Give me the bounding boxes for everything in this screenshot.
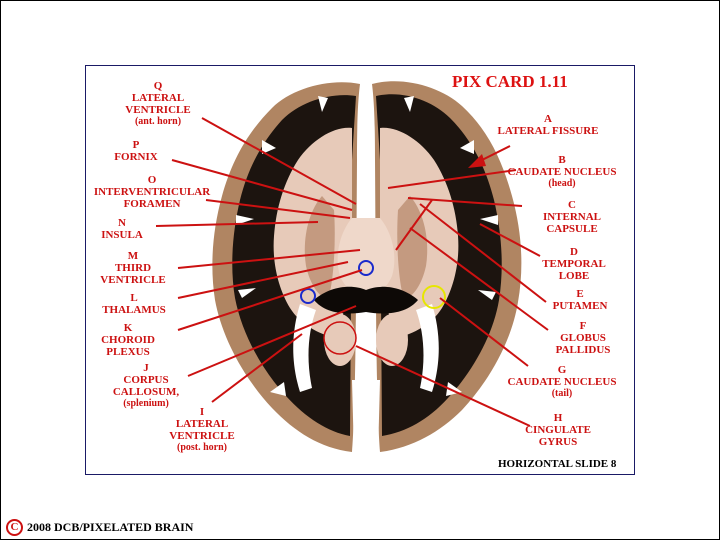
copyright-icon: C — [6, 519, 23, 536]
leader-o — [205, 199, 351, 219]
leader-k — [177, 269, 363, 331]
posterior-horn-right — [416, 304, 439, 392]
leader-q — [201, 117, 357, 205]
posterior-fissure — [352, 380, 380, 456]
leader-m — [177, 249, 361, 269]
lateral-fissure-arrow — [468, 145, 511, 168]
caudate-tail-marker — [422, 285, 446, 309]
putamen-region — [397, 196, 428, 300]
thalamus-region — [337, 218, 395, 296]
leader-f — [409, 227, 549, 331]
choroid-plexus-marker — [300, 288, 316, 304]
sulci — [236, 96, 498, 396]
copyright-footer: C 2008 DCB/PIXELATED BRAIN — [6, 519, 193, 536]
cingulate-gyrus-left — [324, 314, 356, 366]
leader-b — [387, 169, 517, 189]
cingulate-gyrus-marker — [323, 321, 357, 355]
cingulate-gyrus-right — [376, 314, 408, 366]
leader-l — [177, 261, 349, 299]
leader-c2 — [395, 199, 433, 251]
leader-j — [187, 305, 357, 377]
splenium — [314, 286, 418, 314]
leader-d — [479, 223, 541, 257]
interventricular-foramen-marker — [358, 260, 374, 276]
leader-n — [155, 221, 319, 227]
leader-g — [439, 297, 529, 367]
leader-p — [171, 159, 353, 211]
copyright-text: 2008 DCB/PIXELATED BRAIN — [27, 520, 194, 534]
leader-h — [355, 345, 531, 427]
leader-lines — [155, 117, 549, 427]
longitudinal-fissure — [360, 82, 372, 150]
slide-caption: HORIZONTAL SLIDE 8 — [498, 458, 617, 470]
leader-e — [419, 203, 547, 303]
leader-c — [407, 197, 523, 207]
leader-i — [211, 333, 303, 403]
card-title: PIX CARD 1.11 — [452, 72, 568, 91]
